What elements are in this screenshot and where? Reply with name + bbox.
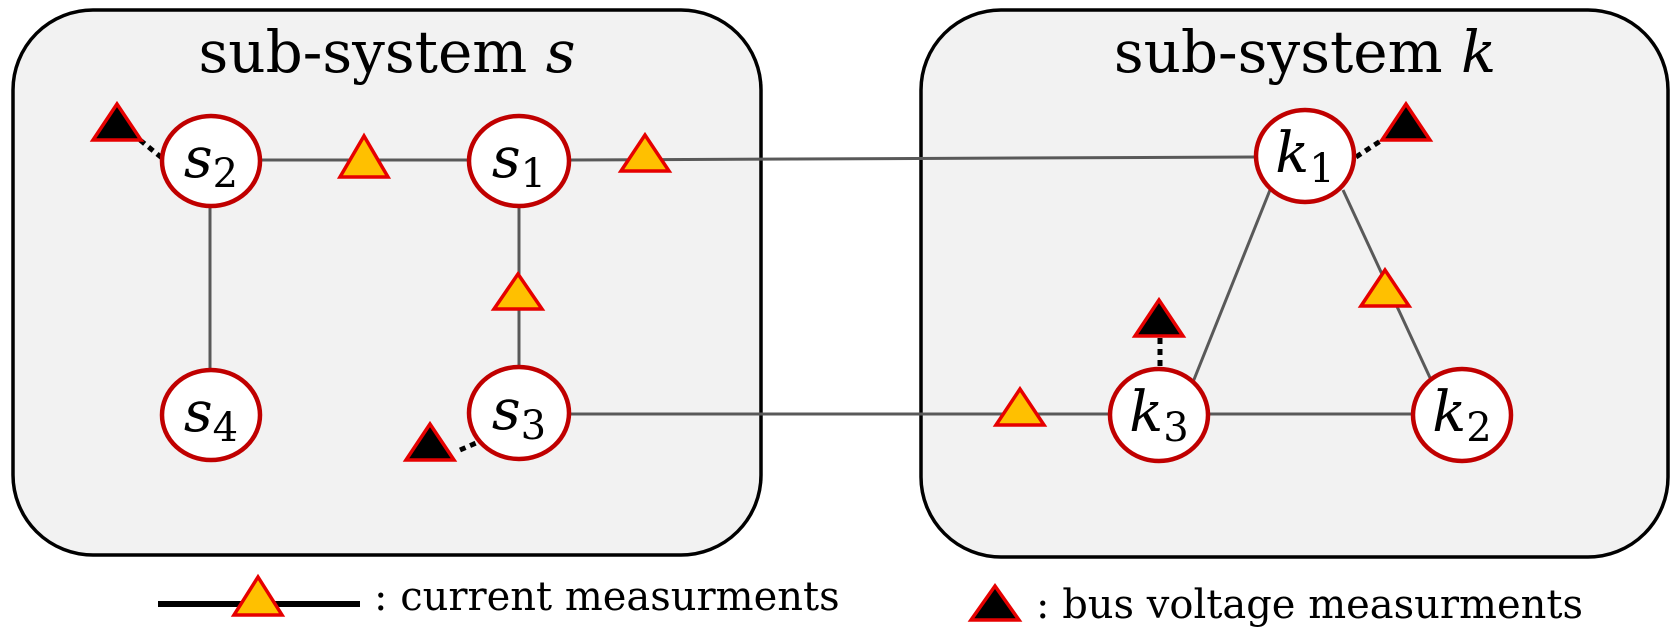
line-k1-k3: [1191, 189, 1272, 383]
legend-voltage-item: : bus voltage measurments: [967, 582, 1583, 628]
bus-node-circle: [159, 113, 263, 209]
bus-node-label: k3: [1129, 380, 1188, 451]
bus-node-k1[interactable]: k1: [1253, 107, 1357, 205]
voltage-marker-k1: [1378, 100, 1434, 142]
voltage-connector-s2: [138, 138, 164, 160]
bus-node-label: k1: [1275, 121, 1334, 192]
bus-node-s2[interactable]: s2: [159, 113, 263, 209]
voltage-marker-s2: [89, 100, 145, 142]
bus-node-label: s1: [492, 126, 546, 197]
legend-current-marker-icon: [230, 573, 286, 617]
bus-node-label: k2: [1432, 380, 1491, 451]
legend-voltage-label: : bus voltage measurments: [1036, 582, 1583, 628]
subsystem-k-panel: [919, 8, 1670, 559]
legend-current-item: : current measurments: [158, 573, 840, 620]
voltage-connector-k1: [1354, 137, 1384, 160]
subsystem-s-panel: [11, 8, 763, 557]
bus-node-label: s2: [184, 126, 238, 197]
line-s1-k1: [568, 155, 1257, 162]
legend-voltage-marker-icon: [967, 582, 1023, 622]
nodes: s1 s2 s3 s4 k1 k2 k3: [159, 107, 1514, 464]
voltage-marker-s3: [402, 420, 458, 462]
bus-node-label: s4: [184, 380, 238, 451]
voltage-marker-k3: [1131, 296, 1187, 338]
subsystem-s-title: sub-system s: [199, 18, 576, 86]
bus-node-circle: [1410, 366, 1514, 464]
legend-current-label: : current measurments: [374, 574, 840, 620]
bus-node-circle: [1253, 107, 1357, 205]
current-marker-s1-s3: [490, 270, 546, 311]
bus-node-k3[interactable]: k3: [1107, 366, 1211, 464]
bus-node-s4[interactable]: s4: [159, 367, 263, 463]
current-marker-s1-k1: [617, 131, 673, 173]
bus-node-circle: [159, 367, 263, 463]
bus-node-s3[interactable]: s3: [466, 364, 572, 462]
bus-node-label: s3: [492, 378, 546, 449]
bus-node-k2[interactable]: k2: [1410, 366, 1514, 464]
bus-node-circle: [1107, 366, 1211, 464]
current-marker-k1-k2: [1357, 266, 1413, 308]
voltage-markers: [89, 100, 1434, 462]
current-marker-s2-s1: [336, 132, 392, 179]
bus-node-circle: [466, 364, 572, 462]
current-markers: [336, 131, 1413, 427]
current-marker-s3-k3: [992, 385, 1048, 427]
subsystem-k-title: sub-system k: [1114, 18, 1496, 86]
bus-node-circle: [466, 113, 572, 209]
bus-node-s1[interactable]: s1: [466, 113, 572, 209]
voltage-connector-s3: [459, 437, 484, 453]
voltage-connectors: [138, 137, 1384, 453]
legend: : current measurments : bus voltage meas…: [158, 573, 1583, 628]
